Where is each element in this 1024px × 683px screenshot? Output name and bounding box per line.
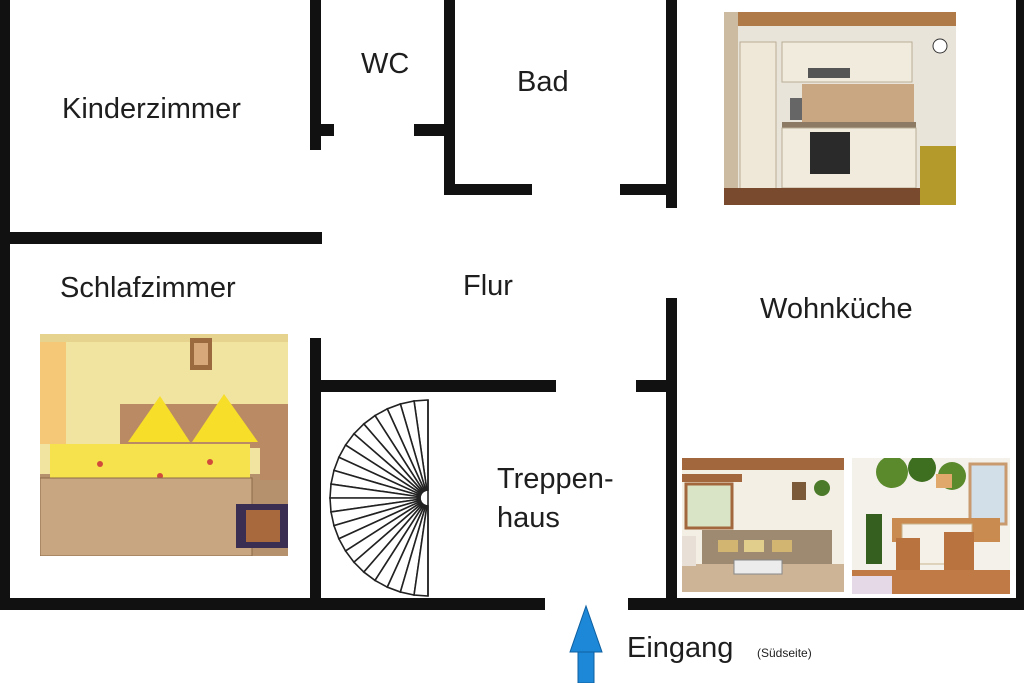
wall (444, 184, 532, 195)
wall (666, 298, 677, 610)
room-label-wc: WC (361, 48, 410, 80)
wall (620, 184, 676, 195)
room-label-flur: Flur (463, 270, 513, 302)
wall (628, 598, 1024, 610)
wall (310, 124, 334, 136)
wall (310, 380, 556, 392)
wall (0, 598, 545, 610)
wall (310, 338, 321, 610)
walls (0, 0, 1024, 610)
spiral-staircase (329, 399, 429, 597)
room-label-schlafzimmer: Schlafzimmer (60, 272, 236, 304)
arrow-up-icon (569, 604, 603, 683)
kitchen-photo (724, 12, 956, 205)
entrance-sublabel: (Südseite) (757, 646, 812, 660)
entrance-label: Eingang (627, 632, 734, 664)
living-room-photo (682, 458, 844, 592)
wall (414, 124, 454, 136)
wall (444, 0, 455, 194)
wall (310, 0, 321, 150)
wall (666, 0, 677, 208)
room-label-wohnkueche: Wohnküche (760, 293, 913, 325)
wall (0, 0, 10, 610)
room-label-kinderzimmer: Kinderzimmer (62, 93, 241, 125)
wall (1016, 0, 1024, 610)
room-label-treppenhaus-line1: Treppen- (497, 463, 614, 495)
dining-corner-photo (852, 458, 1010, 594)
wall (0, 232, 322, 244)
room-label-treppenhaus-line2: haus (497, 502, 560, 534)
room-label-bad: Bad (517, 66, 569, 98)
bedroom-photo (40, 334, 288, 556)
